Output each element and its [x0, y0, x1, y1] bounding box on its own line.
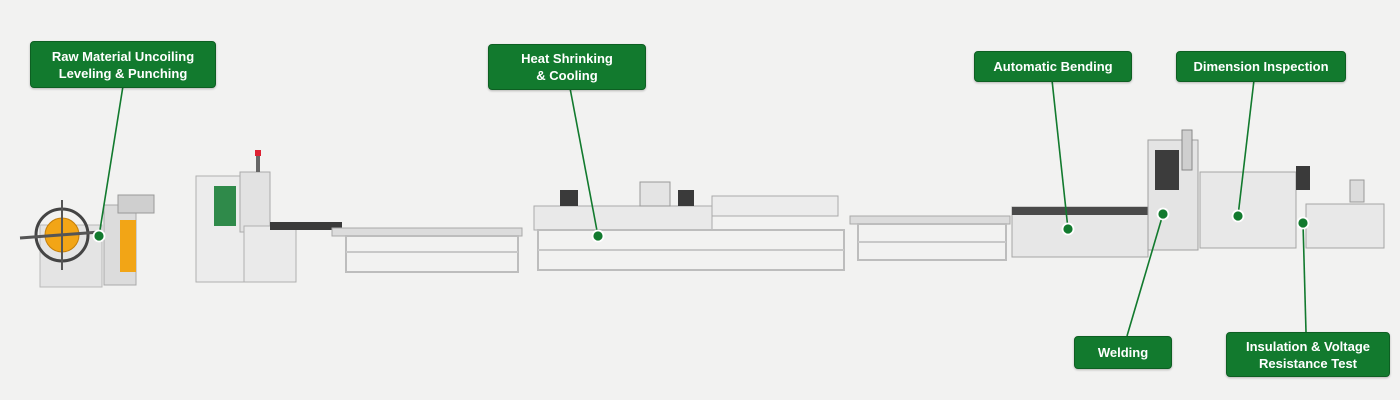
marker-dot-dimension — [1231, 209, 1245, 223]
label-heat-shrinking-line2: & Cooling — [536, 68, 598, 83]
heat-shrink-tunnel — [533, 181, 845, 271]
uncoiler-machine — [19, 194, 155, 288]
label-welding: Welding — [1074, 336, 1172, 369]
marker-dot-heat-shrinking — [591, 229, 605, 243]
conveyor-section-2 — [849, 215, 1011, 261]
label-insulation-line2: Resistance Test — [1258, 355, 1358, 371]
label-dimension-line1: Dimension Inspection — [1193, 59, 1329, 74]
conveyor-section-1 — [331, 227, 523, 273]
label-insulation: Insulation & Voltage Resistance Test — [1226, 332, 1390, 377]
label-uncoiling: Raw Material Uncoiling Leveling & Punchi… — [30, 41, 216, 88]
label-heat-shrinking-line1: Heat Shrinking — [521, 51, 613, 66]
marker-dot-insulation — [1296, 216, 1310, 230]
label-heat-shrinking: Heat Shrinking & Cooling — [488, 44, 646, 90]
label-bending: Automatic Bending — [974, 51, 1132, 82]
label-insulation-line1: Insulation & Voltage — [1246, 338, 1370, 354]
marker-dot-uncoiling — [92, 229, 106, 243]
inspection-machine — [1199, 166, 1385, 249]
label-dimension: Dimension Inspection — [1176, 51, 1346, 82]
marker-dot-welding — [1156, 207, 1170, 221]
label-uncoiling-line2: Leveling & Punching — [58, 65, 188, 81]
label-welding-line1: Welding — [1097, 345, 1149, 360]
label-uncoiling-line1: Raw Material Uncoiling — [51, 48, 195, 64]
marker-dots — [92, 207, 1310, 243]
marker-dot-bending — [1061, 222, 1075, 236]
welding-machine — [1147, 129, 1199, 251]
leader-lines — [98, 79, 1307, 337]
punch-press-machine — [195, 150, 342, 283]
label-bending-line1: Automatic Bending — [993, 59, 1113, 74]
bending-machine — [1011, 206, 1149, 258]
